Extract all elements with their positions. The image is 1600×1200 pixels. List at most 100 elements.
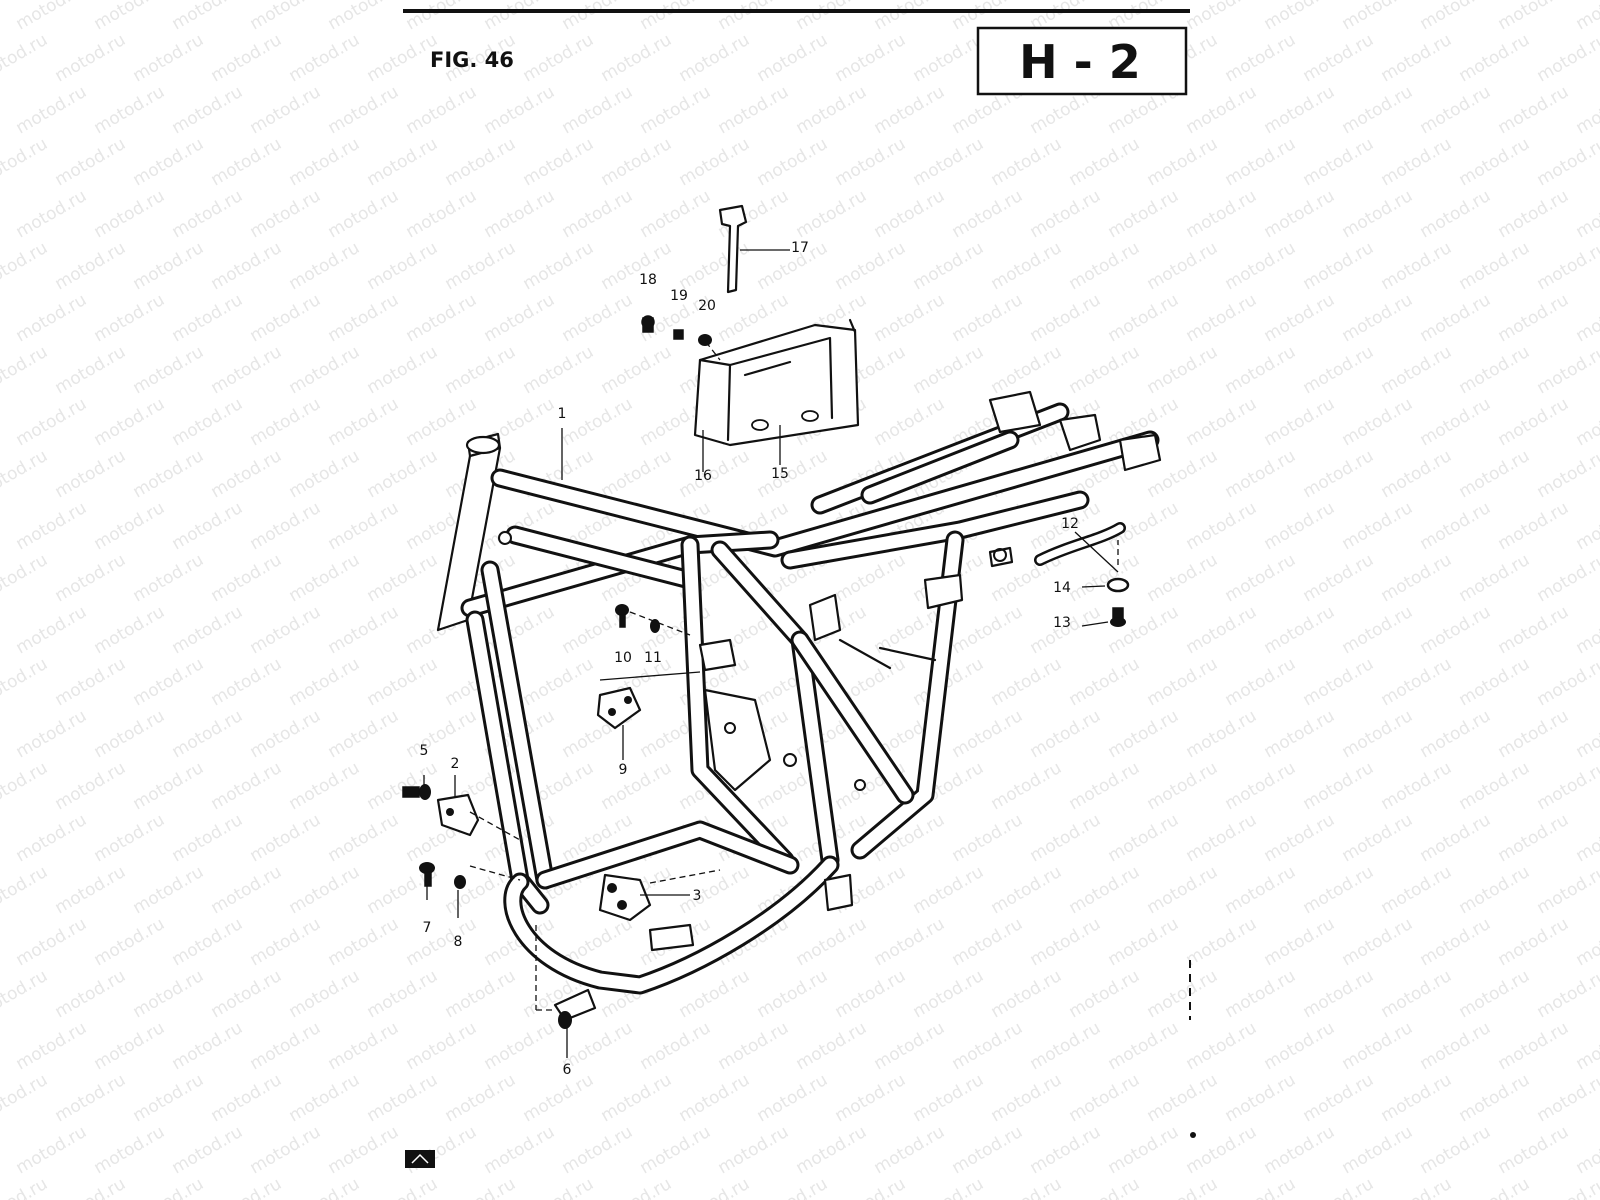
- watermark-text: motod.ru: [130, 134, 208, 190]
- watermark-text: motod.ru: [1183, 810, 1261, 866]
- watermark-text: motod.ru: [949, 186, 1027, 242]
- watermark-text: motod.ru: [559, 0, 637, 34]
- watermark-text: motod.ru: [1417, 914, 1495, 970]
- watermark-text: motod.ru: [1144, 654, 1222, 710]
- watermark-text: motod.ru: [169, 914, 247, 970]
- watermark-text: motod.ru: [442, 1070, 520, 1126]
- watermark-text: motod.ru: [403, 914, 481, 970]
- watermark-text: motod.ru: [1066, 654, 1144, 710]
- watermark-text: motod.ru: [1183, 0, 1261, 34]
- watermark-text: motod.ru: [1222, 550, 1300, 606]
- watermark-text: motod.ru: [208, 654, 286, 710]
- callout-9: 9: [619, 762, 628, 778]
- watermark-text: motod.ru: [1378, 238, 1456, 294]
- watermark-text: motod.ru: [52, 342, 130, 398]
- watermark-text: motod.ru: [286, 1174, 364, 1200]
- watermark-text: motod.ru: [169, 810, 247, 866]
- watermark-text: motod.ru: [1183, 290, 1261, 346]
- watermark-text: motod.ru: [1417, 0, 1495, 34]
- watermark-text: motod.ru: [1144, 966, 1222, 1022]
- watermark-text: motod.ru: [91, 82, 169, 138]
- watermark-text: motod.ru: [1066, 134, 1144, 190]
- watermark-text: motod.ru: [1339, 706, 1417, 762]
- battery-holder: [693, 318, 860, 447]
- watermark-text: motod.ru: [520, 1174, 598, 1200]
- watermark-text: motod.ru: [1261, 1122, 1339, 1178]
- watermark-text: motod.ru: [1378, 30, 1456, 86]
- watermark-text: motod.ru: [1456, 1174, 1534, 1200]
- watermark-text: motod.ru: [1144, 134, 1222, 190]
- watermark-text: motod.ru: [91, 498, 169, 554]
- callout-2: 2: [451, 756, 460, 772]
- watermark-text: motod.ru: [247, 602, 325, 658]
- watermark-text: motod.ru: [754, 1070, 832, 1126]
- watermark-text: motod.ru: [1339, 82, 1417, 138]
- watermark-text: motod.ru: [1144, 238, 1222, 294]
- watermark-text: motod.ru: [286, 758, 364, 814]
- watermark-text: motod.ru: [91, 0, 169, 34]
- watermark-text: motod.ru: [13, 810, 91, 866]
- watermark-text: motod.ru: [676, 134, 754, 190]
- watermark-text: motod.ru: [52, 862, 130, 918]
- callout-16: 16: [694, 468, 712, 484]
- watermark-text: motod.ru: [871, 1018, 949, 1074]
- watermark-text: motod.ru: [247, 706, 325, 762]
- callout-15: 15: [771, 466, 789, 482]
- watermark-text: motod.ru: [325, 82, 403, 138]
- watermark-text: motod.ru: [1495, 186, 1573, 242]
- watermark-text: motod.ru: [1066, 342, 1144, 398]
- watermark-text: motod.ru: [676, 446, 754, 502]
- watermark-text: motod.ru: [1144, 1070, 1222, 1126]
- watermark-text: motod.ru: [130, 862, 208, 918]
- watermark-text: motod.ru: [637, 1018, 715, 1074]
- watermark-text: motod.ru: [364, 342, 442, 398]
- watermark-text: motod.ru: [364, 1174, 442, 1200]
- watermark-text: motod.ru: [364, 238, 442, 294]
- watermark-text: motod.ru: [169, 186, 247, 242]
- watermark-text: motod.ru: [1183, 186, 1261, 242]
- watermark-text: motod.ru: [1573, 82, 1600, 138]
- watermark-text: motod.ru: [364, 446, 442, 502]
- watermark-text: motod.ru: [208, 134, 286, 190]
- watermark-text: motod.ru: [1261, 186, 1339, 242]
- watermark-text: motod.ru: [1417, 706, 1495, 762]
- watermark-text: motod.ru: [403, 706, 481, 762]
- watermark-text: motod.ru: [1027, 186, 1105, 242]
- callout-20: 20: [698, 298, 716, 314]
- watermark-text: motod.ru: [832, 966, 910, 1022]
- watermark-text: motod.ru: [949, 706, 1027, 762]
- watermark-text: motod.ru: [637, 0, 715, 34]
- watermark-text: motod.ru: [1183, 394, 1261, 450]
- watermark-text: motod.ru: [910, 30, 988, 86]
- page-corner-tab: [405, 1150, 435, 1168]
- watermark-text: motod.ru: [169, 394, 247, 450]
- watermark-text: motod.ru: [1573, 602, 1600, 658]
- watermark-text: motod.ru: [598, 758, 676, 814]
- watermark-text: motod.ru: [1417, 1122, 1495, 1178]
- watermark-text: motod.ru: [871, 186, 949, 242]
- watermark-text: motod.ru: [1144, 342, 1222, 398]
- watermark-text: motod.ru: [1534, 966, 1600, 1022]
- watermark-text: motod.ru: [1222, 238, 1300, 294]
- watermark-text: motod.ru: [286, 862, 364, 918]
- main-tubes: [460, 402, 1160, 618]
- watermark-text: motod.ru: [910, 1174, 988, 1200]
- watermark-text: motod.ru: [325, 394, 403, 450]
- watermark-text: motod.ru: [247, 0, 325, 34]
- watermark-text: motod.ru: [1027, 1018, 1105, 1074]
- watermark-text: motod.ru: [1300, 1070, 1378, 1126]
- watermark-text: motod.ru: [91, 1018, 169, 1074]
- watermark-text: motod.ru: [481, 1122, 559, 1178]
- watermark-text: motod.ru: [1105, 706, 1183, 762]
- watermark-text: motod.ru: [910, 342, 988, 398]
- watermark-text: motod.ru: [598, 342, 676, 398]
- battery-band: [718, 204, 748, 294]
- watermark-text: motod.ru: [1495, 82, 1573, 138]
- watermark-text: motod.ru: [1534, 342, 1600, 398]
- watermark-text: motod.ru: [520, 654, 598, 710]
- watermark-text: motod.ru: [1339, 186, 1417, 242]
- watermark-text: motod.ru: [1105, 1122, 1183, 1178]
- watermark-text: motod.ru: [754, 446, 832, 502]
- watermark-text: motod.ru: [1144, 758, 1222, 814]
- callout-3: 3: [693, 888, 702, 904]
